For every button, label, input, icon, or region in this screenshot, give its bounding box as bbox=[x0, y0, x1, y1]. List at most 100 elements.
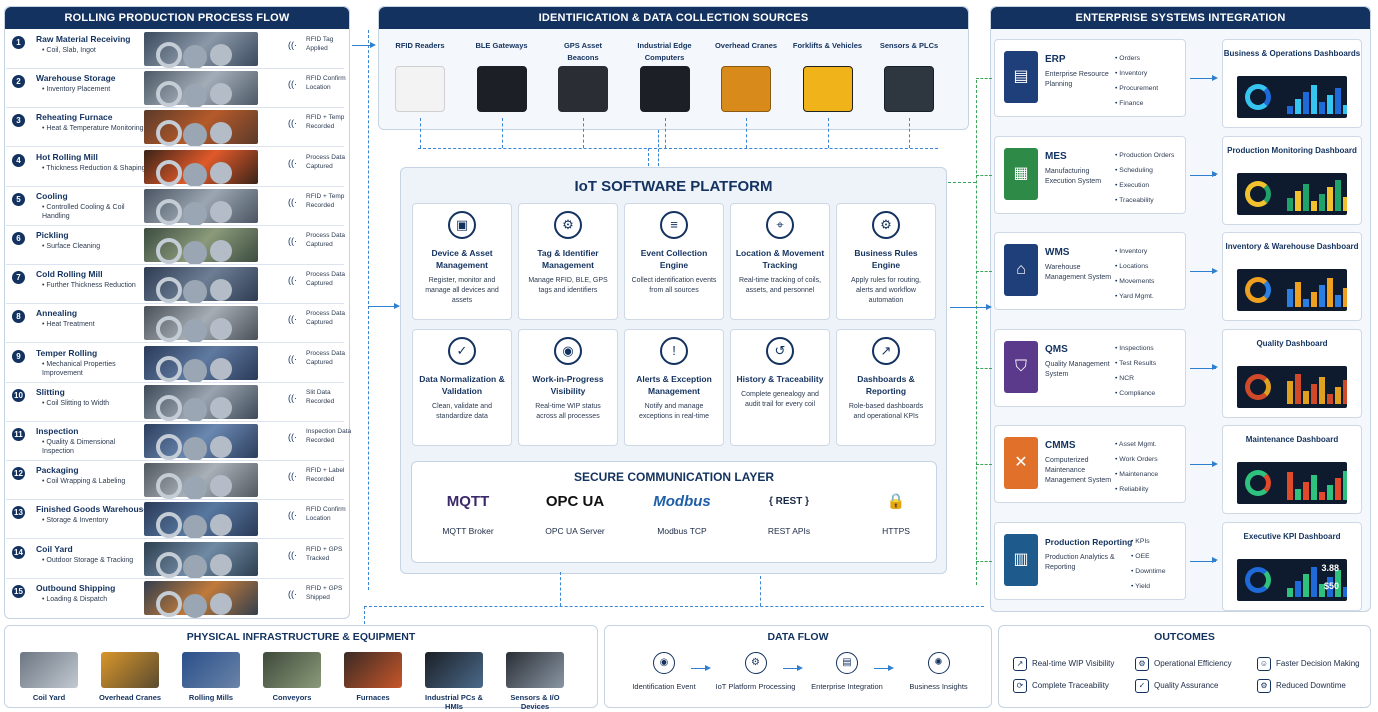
system-features: Production OrdersSchedulingExecutionTrac… bbox=[1115, 148, 1174, 208]
source-device[interactable]: Forklifts & Vehicles bbox=[793, 40, 863, 112]
infrastructure-label: Industrial PCs & HMIs bbox=[425, 693, 483, 711]
dataflow-step[interactable]: ⚙IoT Platform Processing bbox=[716, 652, 796, 692]
dashboard-gauge bbox=[1245, 277, 1271, 303]
connector-line bbox=[909, 118, 910, 148]
connector-line bbox=[976, 174, 992, 176]
infrastructure-item[interactable]: Overhead Cranes bbox=[95, 652, 165, 702]
dataflow-step[interactable]: ▤Enterprise Integration bbox=[807, 652, 887, 692]
card-description: Complete genealogy and audit trail for e… bbox=[741, 391, 819, 408]
step-number: 7 bbox=[12, 271, 25, 285]
system-feature: Procurement bbox=[1115, 81, 1158, 96]
dashboard-card[interactable]: Business & Operations Dashboards bbox=[1222, 39, 1362, 128]
infrastructure-item[interactable]: Furnaces bbox=[338, 652, 408, 702]
protocol-item[interactable]: { REST }REST APIs bbox=[739, 490, 839, 536]
row-divider bbox=[6, 577, 344, 579]
dashboard-card[interactable]: Inventory & Warehouse Dashboard bbox=[1222, 232, 1362, 321]
step-name: Warehouse Storage bbox=[36, 73, 116, 84]
dashboard-bar bbox=[1311, 85, 1317, 114]
infrastructure-item[interactable]: Conveyors bbox=[257, 652, 327, 702]
dashboard-card[interactable]: Production Monitoring Dashboard bbox=[1222, 135, 1362, 225]
dashboard-card[interactable]: Maintenance Dashboard bbox=[1222, 425, 1362, 514]
rfid-signal-icon: ((· bbox=[288, 40, 297, 50]
system-feature: KPIs bbox=[1131, 534, 1166, 549]
dashboard-bar bbox=[1327, 278, 1333, 307]
connector-line bbox=[664, 118, 666, 148]
dashboard-card[interactable]: Quality Dashboard bbox=[1222, 328, 1362, 418]
source-device[interactable]: GPS Asset Beacons bbox=[548, 40, 618, 112]
infrastructure-label: Overhead Cranes bbox=[98, 693, 162, 702]
infrastructure-image bbox=[101, 652, 159, 688]
infrastructure-item[interactable]: Industrial PCs & HMIs bbox=[419, 652, 489, 711]
step-photo bbox=[144, 110, 258, 147]
dataflow-step[interactable]: ✺Business Insights bbox=[899, 652, 979, 692]
system-icon: ▤ bbox=[1004, 51, 1038, 103]
connector-arrow bbox=[1190, 267, 1218, 274]
connector-line bbox=[501, 118, 503, 148]
source-device[interactable]: BLE Gateways bbox=[467, 40, 537, 112]
connector-arrow bbox=[352, 41, 376, 48]
outcome-item: ⟳Complete Traceability bbox=[1013, 677, 1109, 695]
connector-line bbox=[827, 118, 829, 148]
system-feature: Test Results bbox=[1115, 356, 1156, 371]
card-description: Manage RFID, BLE, GPS tags and identifie… bbox=[528, 277, 608, 294]
outcome-label: Operational Efficiency bbox=[1154, 659, 1232, 668]
dashboard-bar bbox=[1295, 489, 1301, 500]
step-number: 9 bbox=[12, 349, 25, 363]
infrastructure-item[interactable]: Coil Yard bbox=[14, 652, 84, 702]
rfid-status: RFID Confirm Location bbox=[306, 75, 346, 92]
source-device[interactable]: Overhead Cranes bbox=[711, 40, 781, 112]
row-divider bbox=[6, 381, 344, 383]
protocol-logo: MQTT bbox=[446, 493, 490, 510]
dashboard-bar bbox=[1335, 478, 1341, 500]
source-device[interactable]: Sensors & PLCs bbox=[874, 40, 944, 112]
infrastructure-item[interactable]: Rolling Mills bbox=[176, 652, 246, 702]
system-feature: Locations bbox=[1115, 259, 1154, 274]
sources-header: IDENTIFICATION & DATA COLLECTION SOURCES bbox=[379, 7, 968, 29]
dataflow-step[interactable]: ◉Identification Event bbox=[624, 652, 704, 692]
source-device[interactable]: Industrial Edge Computers bbox=[630, 40, 700, 112]
dataflow-label: IoT Platform Processing bbox=[715, 682, 796, 691]
protocol-item[interactable]: 🔒HTTPS bbox=[846, 490, 946, 536]
dashboard-bar bbox=[1319, 285, 1325, 307]
source-device[interactable]: RFID Readers bbox=[385, 40, 455, 112]
dashboard-bar bbox=[1319, 376, 1325, 404]
infrastructure-item[interactable]: Sensors & I/O Devices bbox=[500, 652, 570, 711]
system-feature: Work Orders bbox=[1115, 452, 1158, 467]
system-name: Production Reporting bbox=[1045, 536, 1133, 547]
